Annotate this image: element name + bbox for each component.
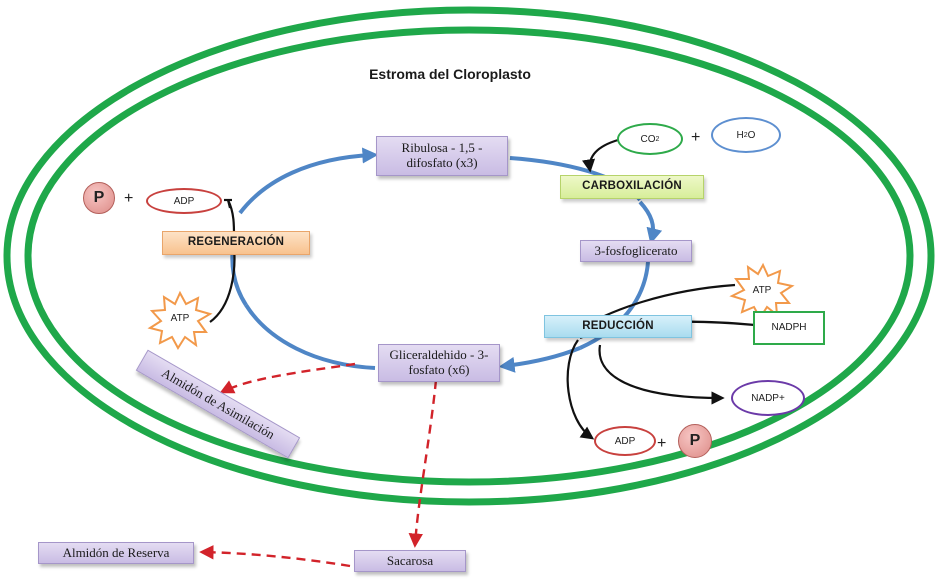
gliceraldehido-box: Gliceraldehido - 3-fosfato (x6) — [378, 344, 500, 382]
outer-membrane — [3, 6, 935, 506]
co2-label: CO — [640, 133, 656, 145]
to-almidon-asimilacion-arrow — [219, 362, 356, 394]
cycle-arc-right — [638, 200, 663, 245]
carboxilacion-label: CARBOXILACIÓN — [560, 175, 704, 199]
phosphate-circle-right: P — [678, 424, 712, 458]
stroma-title: Estroma del Cloroplasto — [369, 65, 531, 82]
atp-label-right: ATP — [752, 284, 772, 296]
plus-adp-p-right: + — [657, 435, 667, 452]
regeneracion-label: REGENERACIÓN — [162, 231, 310, 255]
regeneration-adp-arrow — [226, 199, 232, 209]
cycle-arc-top-left — [238, 147, 379, 215]
ribulosa-box: Ribulosa - 1,5 - difosfato (x3) — [376, 136, 508, 176]
h2o-o-label: O — [747, 129, 756, 141]
to-almidon-reserva-arrow — [199, 545, 351, 568]
atp-label-left: ATP — [170, 312, 190, 324]
adp-oval-right: ADP — [594, 426, 656, 456]
plus-co2-h2o: + — [691, 129, 701, 146]
co2-subscript: 2 — [655, 135, 660, 143]
co2-input-arrow — [581, 138, 619, 173]
cycle-arc-lower-right — [579, 261, 650, 350]
almidon-reserva-box: Almidón de Reserva — [38, 542, 194, 564]
h2o-h-label: H — [736, 129, 744, 141]
adp-oval-left: ADP — [146, 188, 222, 214]
reduccion-label: REDUCCIÓN — [544, 315, 692, 338]
nadph-box: NADPH — [753, 311, 825, 345]
reduction-adp-arrow — [566, 339, 595, 440]
cycle-arc-bottom-left — [244, 303, 376, 370]
to-sacarosa-arrow — [408, 379, 438, 548]
h2o-subscript: 2 — [743, 131, 748, 139]
phosphate-circle-left: P — [83, 182, 115, 214]
plus-p-adp-left: + — [124, 190, 134, 207]
fosfoglicerato-box: 3-fosfoglicerato — [580, 240, 692, 262]
nadp-plus-oval: NADP+ — [731, 380, 805, 416]
reduction-nadp-arrow — [598, 344, 725, 405]
sacarosa-box: Sacarosa — [354, 550, 466, 572]
inner-membrane — [24, 26, 914, 486]
atp-star-left — [147, 290, 213, 350]
